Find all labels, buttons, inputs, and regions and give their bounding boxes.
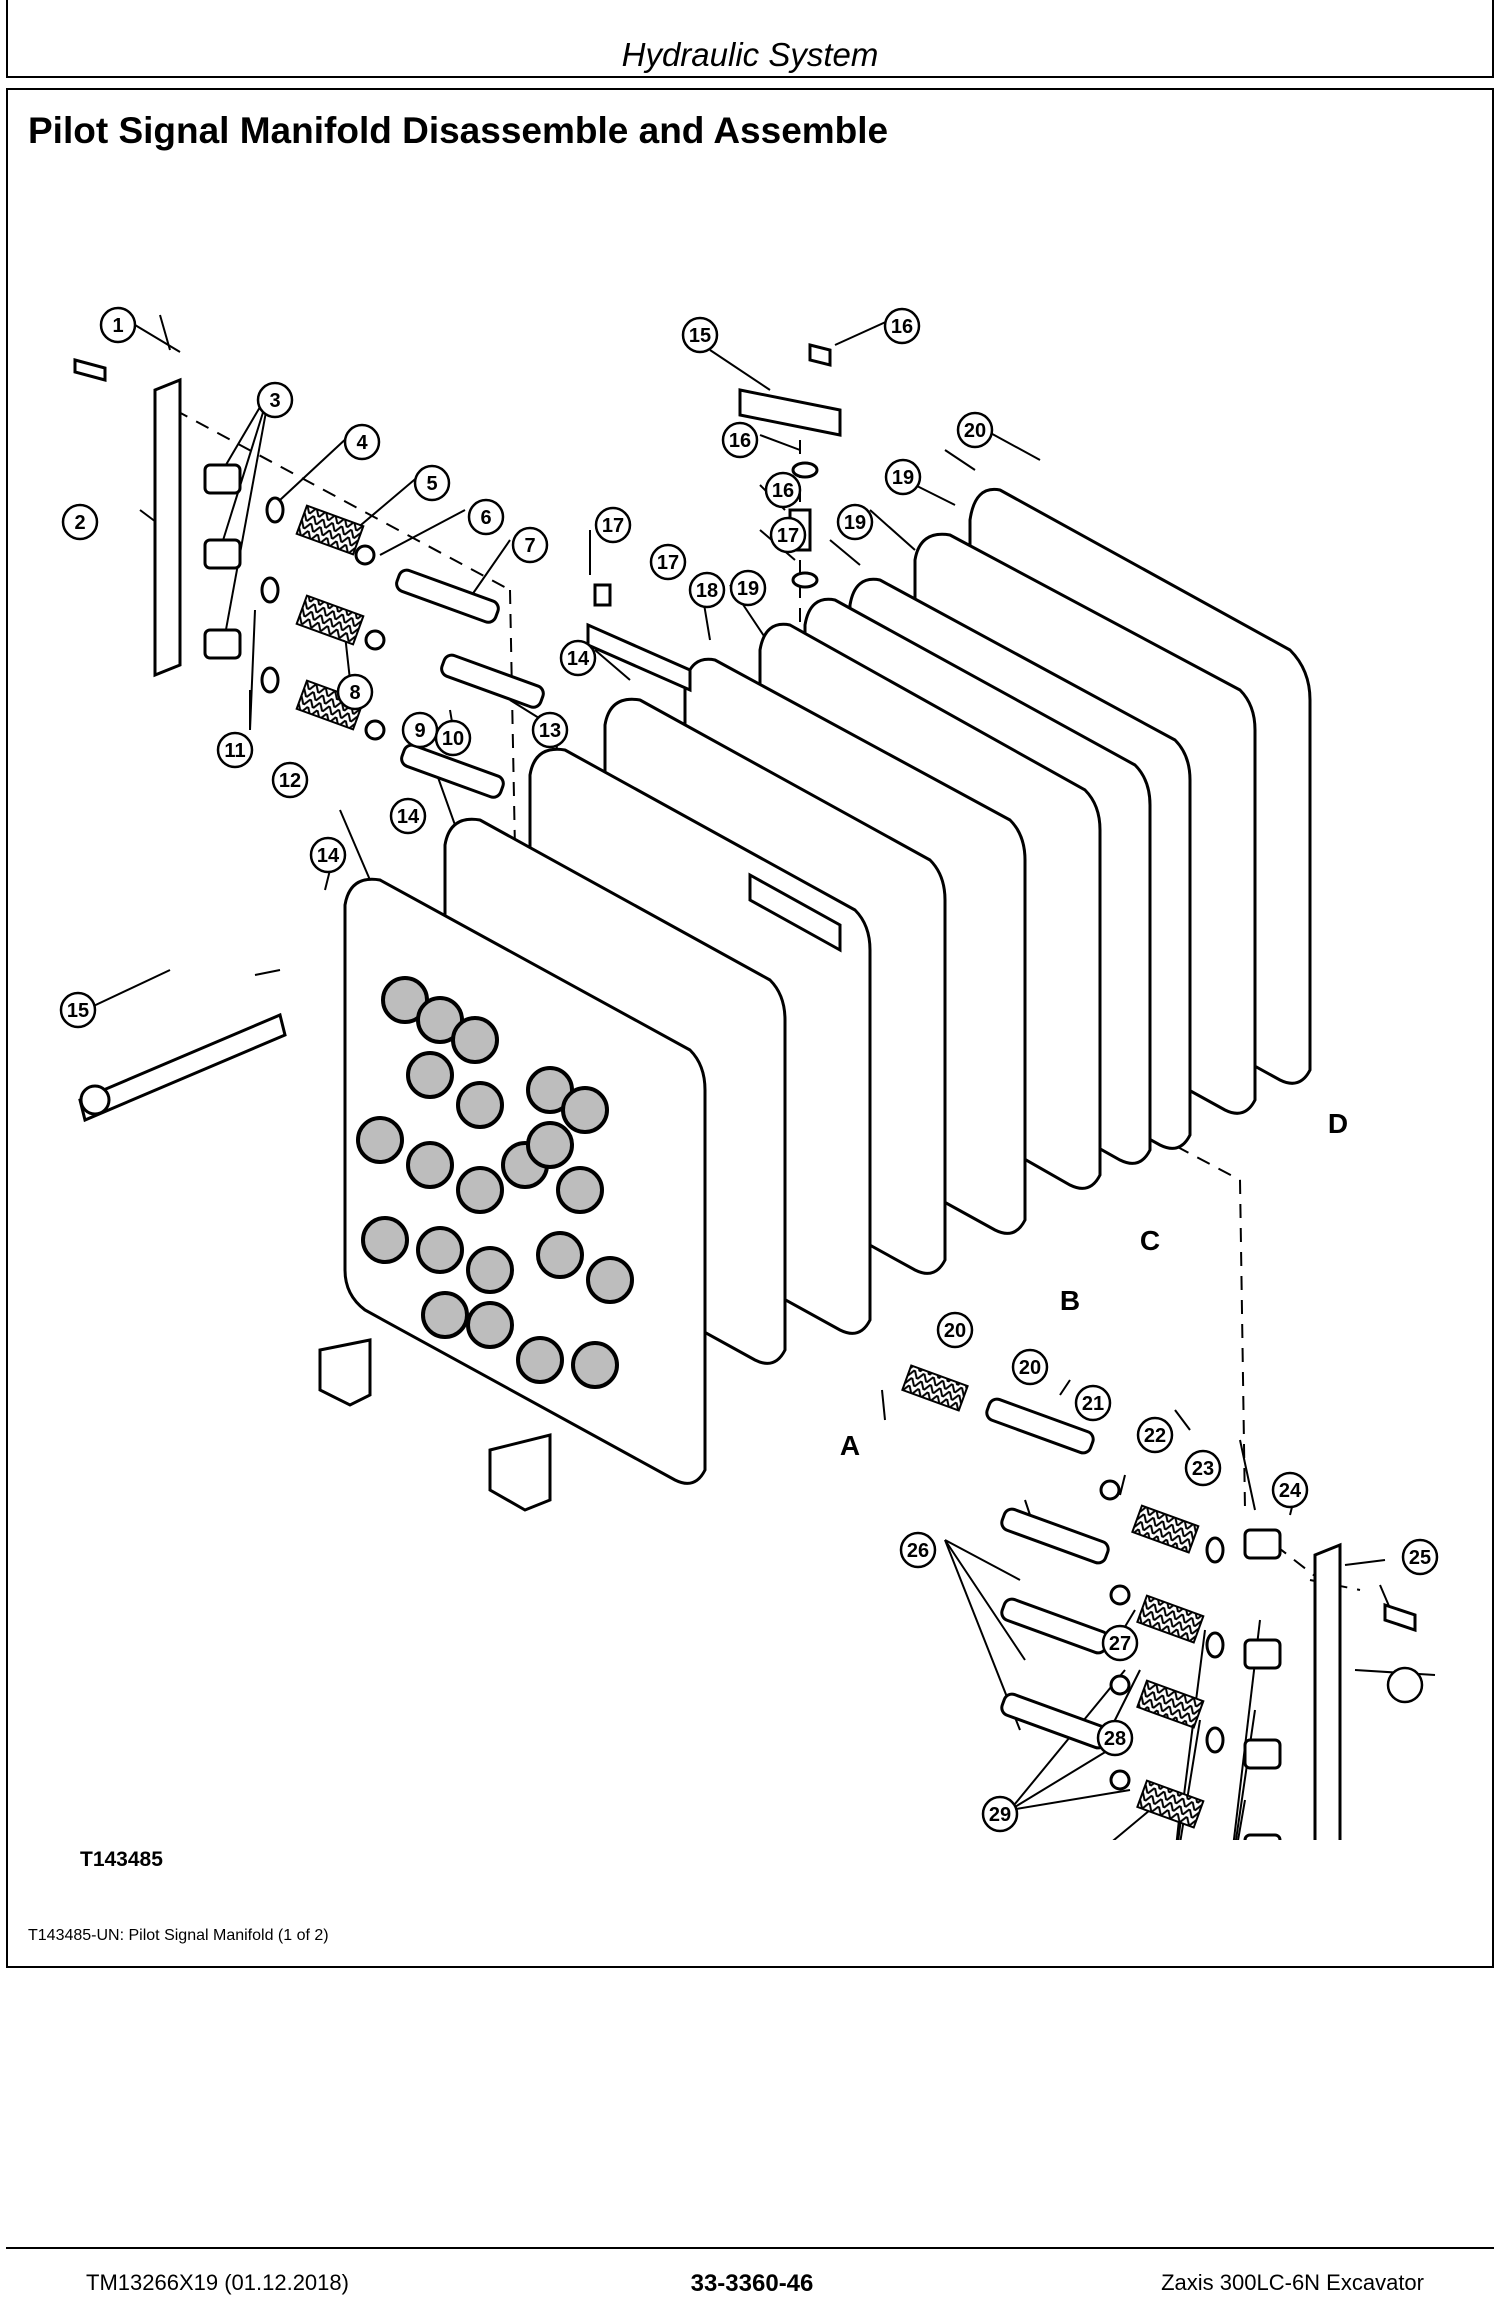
plate-label-a: A: [840, 1430, 860, 1461]
callout-number: 1: [112, 315, 123, 337]
plate-label-c: C: [1140, 1225, 1160, 1256]
callout-number: 17: [657, 552, 679, 574]
callout-number: 11: [224, 740, 245, 762]
callout-number: 21: [1082, 1393, 1104, 1415]
plugs-and-caps: [203, 461, 1282, 1840]
callout-number: 8: [349, 682, 360, 704]
callout-number: 27: [1109, 1633, 1131, 1655]
callout-number: 22: [1144, 1425, 1166, 1447]
callout-number: 24: [1279, 1480, 1302, 1502]
page-title: Pilot Signal Manifold Disassemble and As…: [28, 110, 889, 151]
callout-number: 10: [442, 728, 464, 750]
header-box: Hydraulic System: [6, 0, 1494, 78]
port-circles: [356, 976, 634, 1389]
manifold-plates: [318, 487, 1312, 1512]
footer-doc-ref: TM13266X19 (01.12.2018): [86, 2270, 349, 2295]
footer-rule: [6, 2247, 1494, 2249]
callout-number: 23: [1192, 1458, 1214, 1480]
callout-number: 19: [844, 512, 866, 534]
springs: [295, 504, 1205, 1829]
callout-number: 2: [74, 512, 85, 534]
callout-number: 14: [317, 845, 340, 867]
callout-number: 5: [426, 473, 437, 495]
callout-number: 6: [480, 507, 491, 529]
callout-number: 16: [891, 316, 913, 338]
plate-label-b: B: [1060, 1285, 1080, 1316]
callout-number: 4: [356, 432, 368, 454]
callout-number: 7: [524, 535, 535, 557]
callout-number: 15: [689, 325, 711, 347]
callout-number: 12: [279, 770, 301, 792]
callout-number: 18: [696, 580, 718, 602]
spools: [395, 568, 1110, 1750]
figure-box: Pilot Signal Manifold Disassemble and As…: [6, 88, 1494, 1968]
callout-number: 25: [1409, 1547, 1431, 1569]
callout-number: 20: [1019, 1357, 1041, 1379]
callout-number: 20: [964, 420, 986, 442]
callout-number: 9: [414, 720, 425, 742]
callout-number: 17: [777, 525, 799, 547]
callout-number: 19: [737, 578, 759, 600]
figure-caption: T143485-UN: Pilot Signal Manifold (1 of …: [28, 1927, 329, 1944]
footer-model: Zaxis 300LC-6N Excavator: [1161, 2270, 1424, 2295]
callout-number: 20: [944, 1320, 966, 1342]
callout-number: 28: [1104, 1728, 1126, 1750]
callout-number: 16: [772, 480, 794, 502]
section-header: Hydraulic System: [621, 36, 879, 73]
callout-number: 14: [397, 806, 420, 828]
callout-number: 16: [729, 430, 751, 452]
callout-number: 19: [892, 467, 914, 489]
callout-number: 14: [567, 648, 590, 670]
callout-number: 3: [269, 390, 280, 412]
callout-number: 26: [907, 1540, 929, 1562]
callout-bubbles: [59, 306, 1439, 1833]
plate-label-d: D: [1328, 1108, 1348, 1139]
plate-labels: A B C D: [840, 1108, 1348, 1461]
callout-number: 17: [602, 515, 624, 537]
callout-number: 15: [67, 1000, 89, 1022]
figure-id: T143485: [80, 1848, 163, 1871]
callout-number: 29: [989, 1804, 1011, 1826]
exploded-view-diagram: 1234567891011121314141415151616161717171…: [59, 306, 1439, 1840]
callout-number: 13: [539, 720, 561, 742]
footer-page-number: 33-3360-46: [690, 2270, 814, 2297]
